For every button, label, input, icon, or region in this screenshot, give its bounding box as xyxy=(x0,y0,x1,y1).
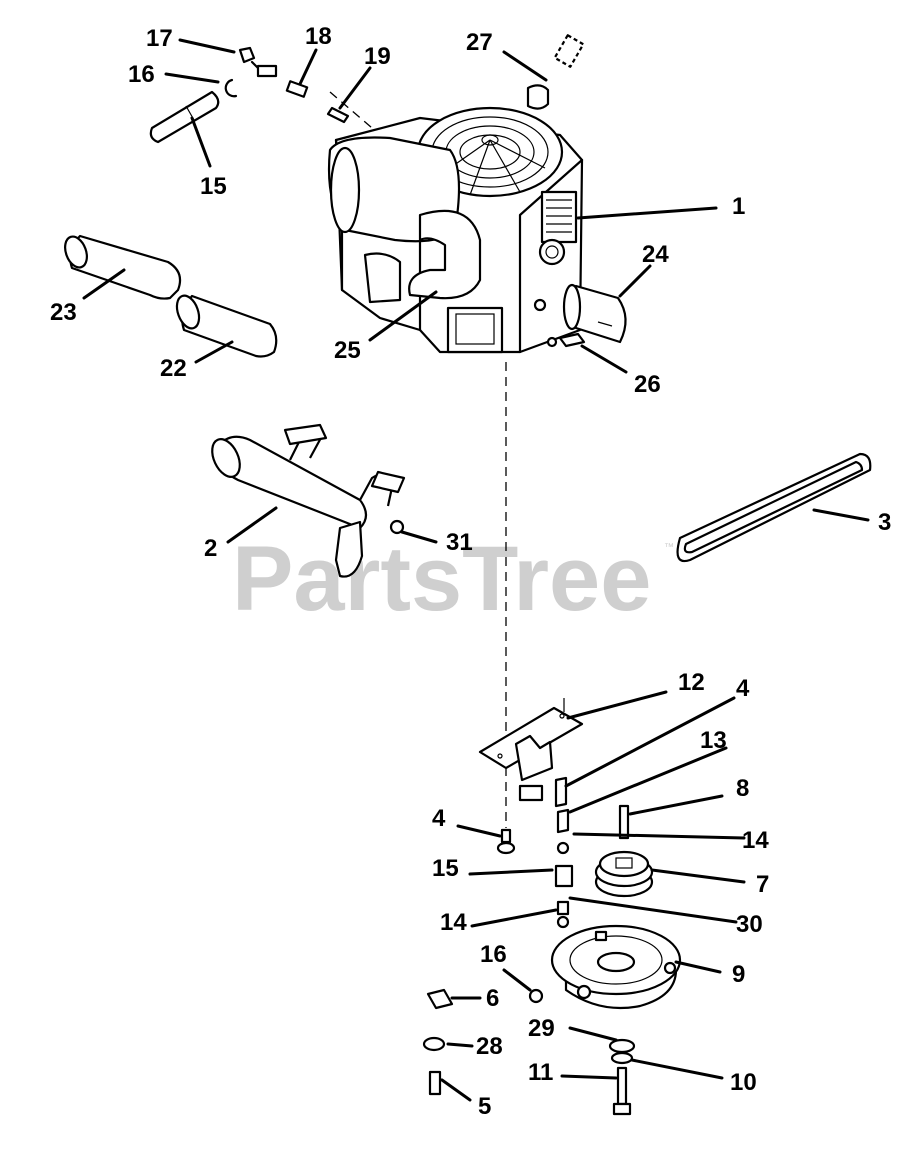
callout-3: 3 xyxy=(878,509,891,536)
bracket-part xyxy=(478,698,584,802)
callout-8: 8 xyxy=(736,775,749,802)
callout-27: 27 xyxy=(466,29,493,56)
callout-24: 24 xyxy=(642,241,669,268)
callout-17: 15 xyxy=(200,173,227,200)
callout-1: 1 xyxy=(732,193,745,220)
callout-21: 19 xyxy=(364,43,391,70)
callout-4-left: 4 xyxy=(432,805,446,832)
callout-10: 10 xyxy=(730,1069,757,1096)
callout-5: 5 xyxy=(478,1093,491,1120)
callout-2: 2 xyxy=(204,535,217,562)
callout-28: 28 xyxy=(476,1033,503,1060)
callout-23: 23 xyxy=(50,299,77,326)
callout-9: 9 xyxy=(732,961,745,988)
watermark-trademark: ™ xyxy=(664,542,674,553)
callout-15: 15 xyxy=(432,855,459,882)
callout-16: 16 xyxy=(480,941,507,968)
callout-22: 22 xyxy=(160,355,187,382)
callout-29: 29 xyxy=(528,1015,555,1042)
pulley-part xyxy=(594,850,654,898)
callout-13: 13 xyxy=(700,727,727,754)
hardware-parts xyxy=(422,776,636,1116)
callout-26: 26 xyxy=(634,371,661,398)
callout-labels: 17 16 15 18 19 27 1 24 26 25 23 22 2 31 … xyxy=(50,23,891,1120)
callout-30: 30 xyxy=(736,911,763,938)
oil-filter-part xyxy=(546,283,627,348)
callout-11: 11 xyxy=(528,1059,553,1086)
callout-19: 17 xyxy=(146,25,173,52)
callout-18: 16 xyxy=(128,61,155,88)
leader-lines xyxy=(82,38,870,1102)
callout-14-left: 14 xyxy=(440,909,467,936)
watermark: PartsTree xyxy=(232,528,651,630)
callout-4-top: 4 xyxy=(736,675,750,702)
callout-31: 31 xyxy=(446,529,473,556)
callout-20: 18 xyxy=(305,23,332,50)
belt-part xyxy=(676,452,872,563)
sleeve-parts xyxy=(64,234,278,358)
clutch-part xyxy=(550,924,682,1010)
muffler-part xyxy=(211,423,406,578)
callout-7: 7 xyxy=(756,871,769,898)
callout-25: 25 xyxy=(334,337,361,364)
callout-6: 6 xyxy=(486,985,499,1012)
engine-part xyxy=(327,106,584,354)
callout-14-right: 14 xyxy=(742,827,769,854)
callout-12: 12 xyxy=(678,669,705,696)
